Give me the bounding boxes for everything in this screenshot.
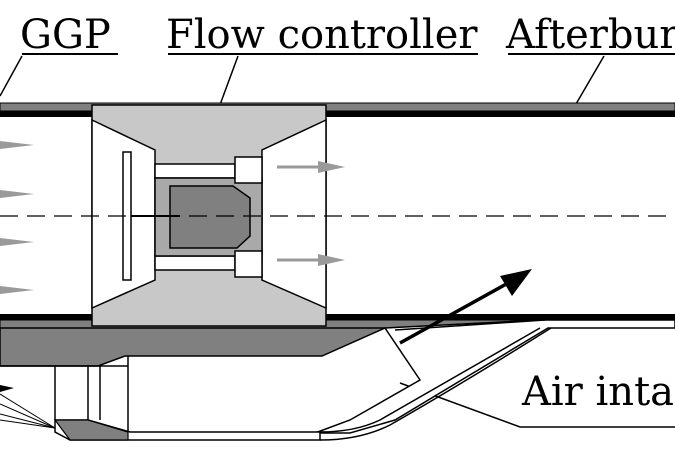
lower-channel — [154, 255, 236, 271]
afterburner-label: Afterbur — [505, 12, 675, 58]
upper-valve — [234, 156, 263, 184]
upper-wall-inner — [0, 111, 675, 117]
intake-upper-wall — [0, 327, 386, 367]
air-flow-arrow-head — [500, 269, 532, 296]
ggp-leader-line — [0, 55, 23, 97]
outlet-cone-right — [261, 118, 327, 310]
air-intake-leader-line — [399, 382, 675, 428]
intake-ramp — [314, 319, 675, 434]
lower-wall-inner — [0, 314, 675, 320]
flow-controller-body — [169, 185, 251, 249]
ggp-label: GGP — [20, 12, 111, 58]
gas-flow-arrows-left — [0, 141, 34, 294]
intake-floor-dark — [53, 419, 129, 441]
intake-ramp-edge-outer — [319, 327, 552, 441]
air-intake-label: Air inta — [521, 369, 674, 415]
intake-ramp-edge — [319, 319, 546, 433]
lower-valve — [234, 250, 263, 278]
upper-channel — [154, 163, 236, 179]
air-inlet-arrow — [0, 385, 14, 392]
flow-controller-label: Flow controller — [166, 12, 478, 58]
air-converging-lines — [0, 393, 56, 429]
air-flow-arrow-shaft — [399, 280, 511, 345]
afterburner-leader-line — [575, 55, 605, 105]
gas-flow-arrows-right — [277, 161, 345, 266]
intake-grid — [0, 356, 129, 432]
